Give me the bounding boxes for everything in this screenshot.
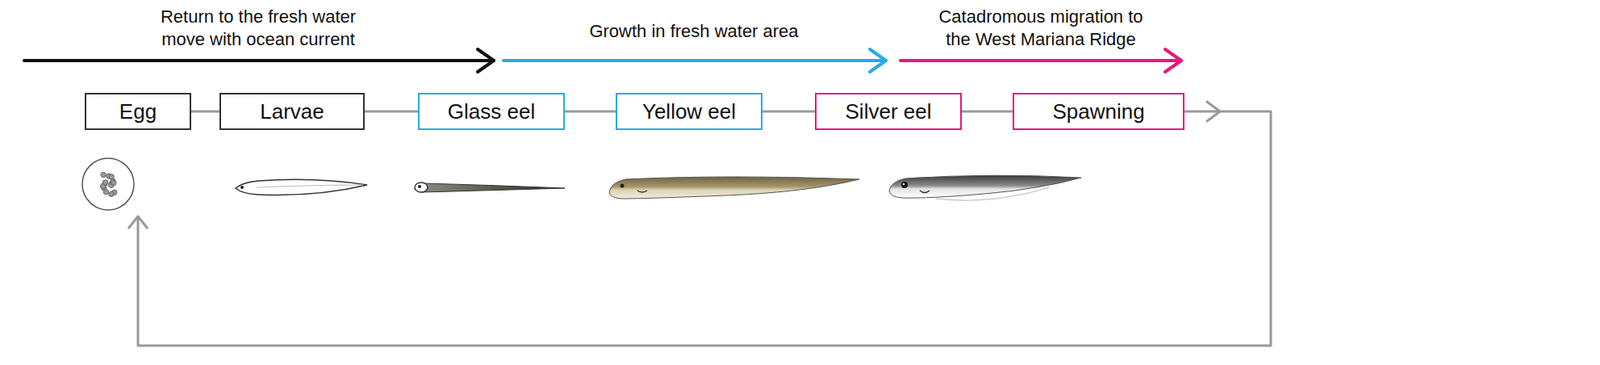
stage-box: Yellow eel	[615, 92, 763, 130]
stage-box: Spawning	[1012, 92, 1185, 130]
connector	[137, 111, 1271, 346]
phase-arrow	[24, 49, 1182, 72]
phase-label: Catadromous migration to the West Marian…	[930, 5, 1153, 51]
connector	[364, 110, 418, 113]
yellow-eel-drawing	[609, 176, 860, 199]
larva-drawing	[235, 179, 368, 195]
egg-drawing	[82, 158, 134, 210]
connector	[762, 110, 815, 113]
connector	[564, 110, 616, 113]
stage-box: Egg	[84, 92, 192, 130]
stage-box: Silver eel	[814, 92, 962, 130]
connector	[191, 110, 220, 113]
glass-eel-drawing	[414, 182, 565, 193]
stage-name: Yellow eel	[642, 99, 736, 125]
stage-name: Silver eel	[845, 99, 932, 125]
stage-name: Spawning	[1052, 99, 1145, 125]
stage-box: Larvae	[219, 92, 365, 130]
stage-name: Glass eel	[447, 99, 535, 125]
phase-label: Growth in fresh water area	[516, 20, 872, 43]
stage-name: Larvae	[259, 99, 325, 125]
stage-name: Egg	[119, 99, 157, 125]
arrowhead	[129, 216, 147, 228]
connector	[961, 110, 1013, 113]
silver-eel-drawing	[889, 175, 1082, 201]
stage-box: Glass eel	[417, 92, 565, 130]
phase-label: Return to the fresh water move with ocea…	[137, 5, 380, 51]
